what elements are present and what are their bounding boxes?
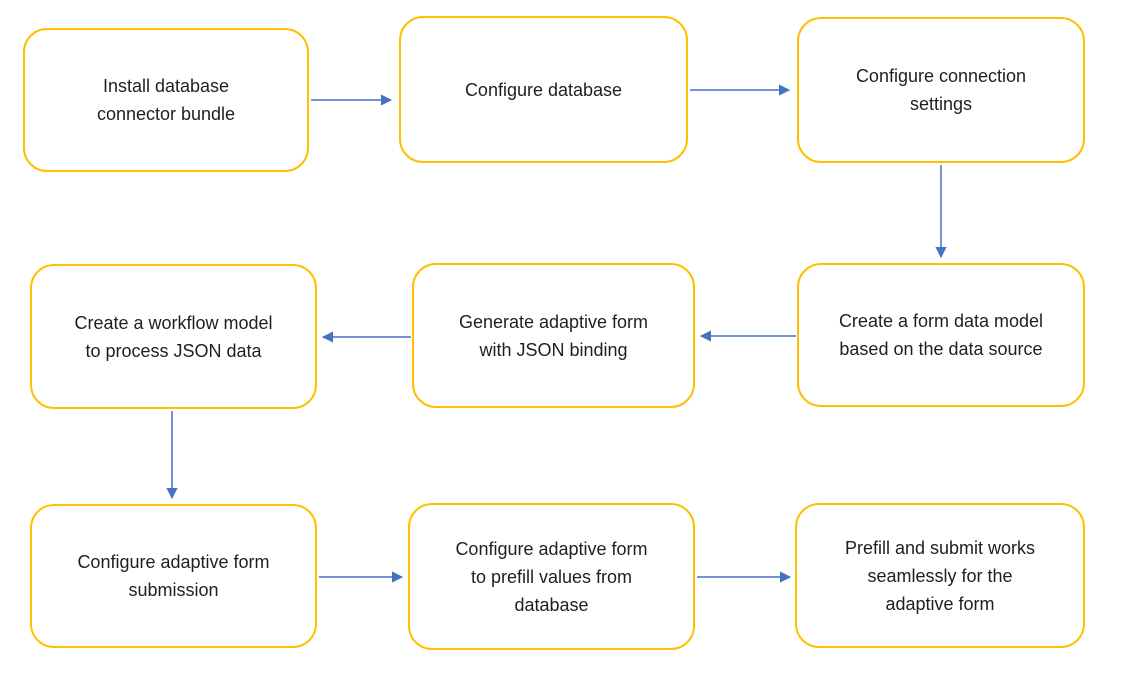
flow-node-configure-database: Configure database [399,16,688,163]
flow-node-install-database-connector-bundle: Install database connector bundle [23,28,309,172]
node-label: Configure connection settings [855,66,1027,114]
node-label: Create a workflow model to process JSON … [74,312,273,361]
node-label: Prefill and submit works seamlessly for … [844,537,1036,614]
node-label: Configure database [464,79,623,100]
node-label: Install database connector bundle [96,76,236,124]
flow-node-prefill-and-submit-works: Prefill and submit works seamlessly for … [795,503,1085,648]
flow-node-create-workflow-model: Create a workflow model to process JSON … [30,264,317,409]
flow-node-configure-adaptive-form-prefill: Configure adaptive form to prefill value… [408,503,695,650]
node-label: Create a form data model based on the da… [838,311,1044,359]
flow-node-create-form-data-model: Create a form data model based on the da… [797,263,1085,407]
flow-node-configure-adaptive-form-submission: Configure adaptive form submission [30,504,317,648]
node-label: Configure adaptive form submission [77,552,270,600]
flow-node-configure-connection-settings: Configure connection settings [797,17,1085,163]
node-label: Generate adaptive form with JSON binding [458,311,649,360]
node-label: Configure adaptive form to prefill value… [455,538,648,615]
flow-node-generate-adaptive-form: Generate adaptive form with JSON binding [412,263,695,408]
